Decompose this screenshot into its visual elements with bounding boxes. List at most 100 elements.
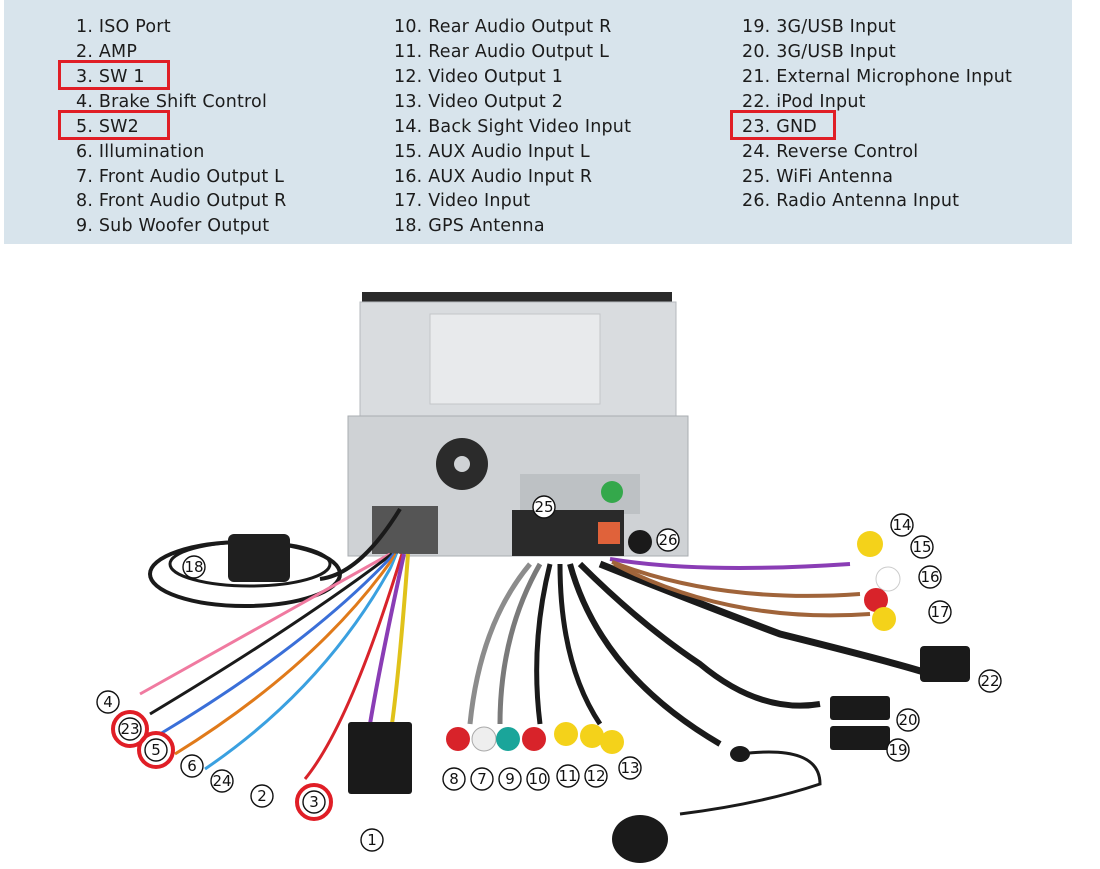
callout-number-9: 9 [505, 770, 515, 788]
legend-item-12: 12. Video Output 1 [394, 67, 564, 87]
callout-1: 1 [360, 828, 384, 852]
callout-18: 18 [182, 555, 206, 579]
callout-number-5: 5 [151, 741, 161, 759]
legend-item-13: 13. Video Output 2 [394, 92, 564, 112]
callout-number-14: 14 [892, 516, 911, 534]
callout-20: 20 [896, 708, 920, 732]
callout-number-16: 16 [920, 568, 939, 586]
legend-item-4: 4. Brake Shift Control [76, 92, 268, 112]
callout-11: 11 [556, 764, 580, 788]
callout-5: 5 [137, 731, 175, 769]
legend-item-18: 18. GPS Antenna [394, 216, 545, 236]
gps-antenna [148, 507, 402, 608]
legend-item-7: 7. Front Audio Output L [76, 167, 285, 187]
callout-number-12: 12 [586, 767, 605, 785]
callout-25: 25 [532, 495, 556, 519]
callout-number-2: 2 [257, 787, 267, 805]
callout-circle-9 [498, 767, 522, 791]
legend-item-16: 16. AUX Audio Input R [394, 167, 593, 187]
callout-circle-20 [896, 708, 920, 732]
rca-cable-bundle [467, 557, 932, 747]
callout-circle-26 [656, 528, 680, 552]
callout-17: 17 [928, 600, 952, 624]
callout-circle-22 [978, 669, 1002, 693]
callout-3: 3 [295, 783, 333, 821]
callout-circle-18 [182, 555, 206, 579]
head-unit-chassis [347, 292, 689, 557]
callout-number-3: 3 [309, 793, 319, 811]
legend-item-23: 23. GND [742, 117, 817, 137]
legend-item-9: 9. Sub Woofer Output [76, 216, 270, 236]
external-microphone [612, 750, 822, 863]
callout-number-10: 10 [528, 770, 547, 788]
legend-item-1: 1. ISO Port [76, 17, 171, 37]
callout-circle-6 [180, 754, 204, 778]
callout-14: 14 [890, 513, 914, 537]
callout-number-6: 6 [187, 757, 197, 775]
iso-connector [348, 722, 412, 794]
callout-13: 13 [618, 756, 642, 780]
callout-number-11: 11 [558, 767, 577, 785]
callout-circle-17 [928, 600, 952, 624]
callout-circle-25 [532, 495, 556, 519]
callout-circle-15 [910, 535, 934, 559]
callout-number-26: 26 [658, 531, 677, 549]
legend-item-24: 24. Reverse Control [742, 142, 919, 162]
callout-circle-23 [118, 717, 142, 741]
callout-circle-4 [96, 690, 120, 714]
callout-12: 12 [584, 764, 608, 788]
callout-26: 26 [656, 528, 680, 552]
callout-10: 10 [526, 767, 550, 791]
legend-item-20: 20. 3G/USB Input [742, 42, 896, 62]
highlight-box-5 [58, 110, 170, 140]
callout-number-4: 4 [103, 693, 113, 711]
right-margin [1072, 0, 1100, 869]
callout-circle-13 [618, 756, 642, 780]
usb-and-ipod-connectors [730, 646, 970, 762]
callout-16: 16 [918, 565, 942, 589]
legend-item-15: 15. AUX Audio Input L [394, 142, 590, 162]
callout-number-18: 18 [184, 558, 203, 576]
callout-circle-24 [210, 769, 234, 793]
legend-item-19: 19. 3G/USB Input [742, 17, 896, 37]
legend-item-25: 25. WiFi Antenna [742, 167, 894, 187]
callout-7: 7 [470, 767, 494, 791]
callout-highlight-ring-23 [111, 710, 149, 748]
highlight-box-23 [730, 110, 836, 140]
callout-circle-10 [526, 767, 550, 791]
legend-item-14: 14. Back Sight Video Input [394, 117, 632, 137]
legend-item-5: 5. SW2 [76, 117, 140, 137]
callout-22: 22 [978, 669, 1002, 693]
legend-item-26: 26. Radio Antenna Input [742, 191, 960, 211]
legend-item-17: 17. Video Input [394, 191, 531, 211]
legend-item-10: 10. Rear Audio Output R [394, 17, 612, 37]
callout-circle-14 [890, 513, 914, 537]
legend-item-22: 22. iPod Input [742, 92, 866, 112]
callout-number-19: 19 [888, 741, 907, 759]
legend-item-2: 2. AMP [76, 42, 138, 62]
callout-circle-1 [360, 828, 384, 852]
callout-number-22: 22 [980, 672, 999, 690]
callout-2: 2 [250, 784, 274, 808]
callout-number-20: 20 [898, 711, 917, 729]
callout-23: 23 [111, 710, 149, 748]
rca-plugs [446, 531, 901, 754]
callout-circle-5 [144, 738, 168, 762]
callout-number-24: 24 [212, 772, 231, 790]
callout-6: 6 [180, 754, 204, 778]
legend-item-6: 6. Illumination [76, 142, 205, 162]
callout-number-25: 25 [534, 498, 553, 516]
callout-circle-16 [918, 565, 942, 589]
callout-highlight-ring-5 [137, 731, 175, 769]
callout-circle-19 [886, 738, 910, 762]
wire-harness [139, 552, 410, 786]
callout-number-23: 23 [120, 720, 139, 738]
callout-4: 4 [96, 690, 120, 714]
callout-number-15: 15 [912, 538, 931, 556]
callout-number-8: 8 [449, 770, 459, 788]
callout-24: 24 [210, 769, 234, 793]
callout-highlight-ring-3 [295, 783, 333, 821]
